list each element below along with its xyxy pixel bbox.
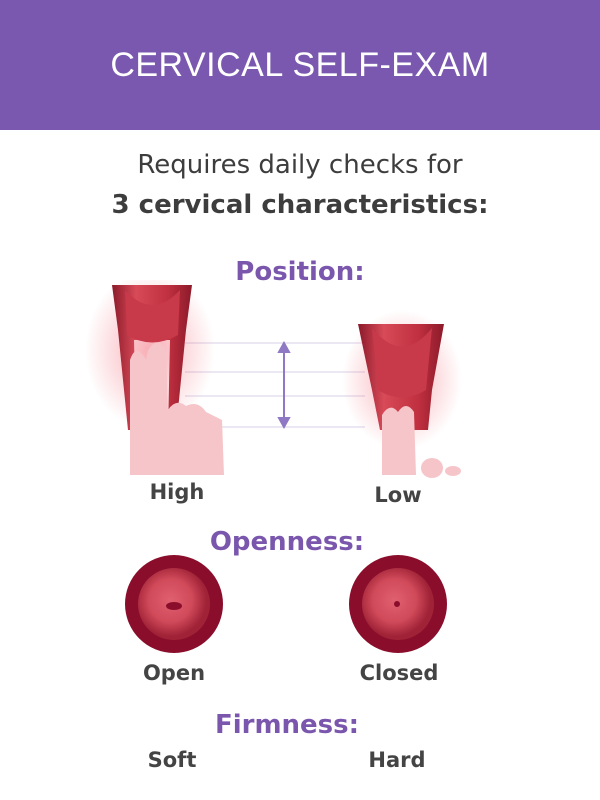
openness-heading: Openness:	[209, 527, 365, 557]
firmness-soft-label: Soft	[147, 748, 197, 772]
firmness-hard-label: Hard	[368, 748, 426, 772]
position-low-label: Low	[374, 483, 422, 507]
open-cervix-icon	[125, 555, 223, 653]
high-cervix-illustration	[85, 280, 224, 475]
openness-open-label: Open	[142, 661, 206, 685]
position-heading: Position:	[235, 257, 365, 287]
position-illustration	[85, 280, 462, 478]
intro-line-2: 3 cervical characteristics:	[111, 190, 489, 220]
header-banner: CERVICAL SELF-EXAM	[0, 0, 600, 130]
closed-cervix-icon	[349, 555, 447, 653]
firmness-heading: Firmness:	[214, 710, 360, 740]
intro-line-1: Requires daily checks for	[137, 150, 463, 180]
position-high-label: High	[149, 480, 205, 504]
openness-illustration	[125, 555, 447, 653]
finger-icon	[382, 406, 416, 475]
finger-icon	[130, 342, 224, 475]
low-cervix-illustration	[342, 310, 462, 478]
openness-closed-label: Closed	[359, 661, 439, 685]
height-arrow-icon	[277, 340, 291, 430]
page-title: CERVICAL SELF-EXAM	[110, 46, 490, 84]
